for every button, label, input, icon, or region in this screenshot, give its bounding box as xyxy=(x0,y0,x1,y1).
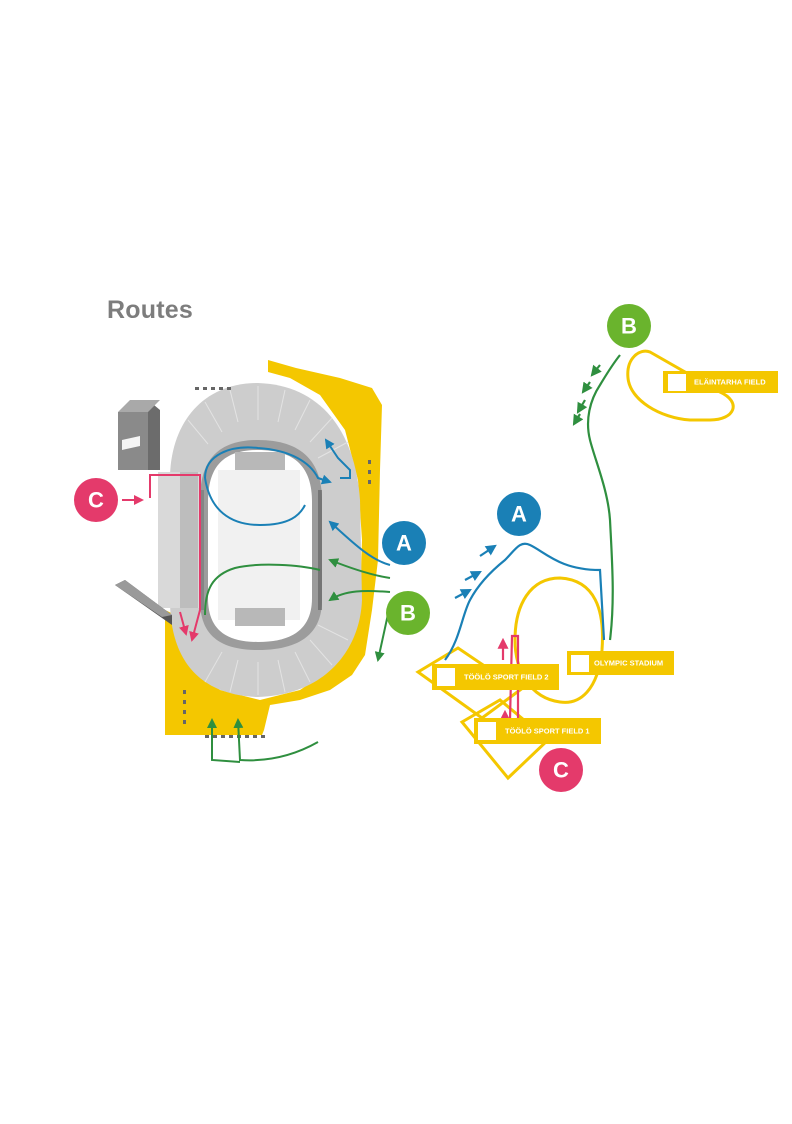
label-toolo-field-1[interactable]: TÖÖLÖ SPORT FIELD 1 xyxy=(474,718,601,744)
svg-text:A: A xyxy=(396,531,412,556)
track-marker-west xyxy=(200,490,204,610)
elaintarha-field-outline xyxy=(626,349,735,422)
stadium-tower xyxy=(118,400,160,470)
olympic-stadium-outline xyxy=(513,576,604,704)
route-a-overview xyxy=(444,542,606,661)
label-elaintarha[interactable]: ELÄINTARHA FIELD xyxy=(663,371,778,393)
svg-text:TÖÖLÖ SPORT FIELD 1: TÖÖLÖ SPORT FIELD 1 xyxy=(505,727,590,736)
yellow-ground-east xyxy=(165,360,382,735)
field-pitch xyxy=(218,470,300,620)
svg-text:ELÄINTARHA FIELD: ELÄINTARHA FIELD xyxy=(694,378,766,387)
stand-rays xyxy=(187,386,349,695)
svg-text:B: B xyxy=(400,601,416,626)
label-olympic-stadium[interactable]: OLYMPIC STADIUM xyxy=(567,651,674,675)
route-a-badge-overview[interactable]: A xyxy=(497,492,541,536)
field-north-end xyxy=(235,452,285,470)
route-b-badge-detail[interactable]: B xyxy=(386,591,430,635)
ramp-shade xyxy=(115,580,172,617)
route-c-badge-overview[interactable]: C xyxy=(539,748,583,792)
route-b-overview xyxy=(572,354,621,641)
west-grandstand-roof xyxy=(180,472,198,608)
label-toolo-field-2[interactable]: TÖÖLÖ SPORT FIELD 2 xyxy=(432,664,559,690)
route-c-badge-detail[interactable]: C xyxy=(74,478,118,522)
route-a-detail xyxy=(204,438,391,566)
svg-text:TÖÖLÖ SPORT FIELD 2: TÖÖLÖ SPORT FIELD 2 xyxy=(464,673,549,682)
stadium-detail: A B C xyxy=(74,360,430,763)
svg-text:C: C xyxy=(553,758,569,783)
svg-text:OLYMPIC STADIUM: OLYMPIC STADIUM xyxy=(594,659,663,668)
svg-text:B: B xyxy=(621,314,637,339)
svg-text:C: C xyxy=(88,488,104,513)
page-title: Routes xyxy=(107,296,193,324)
svg-text:A: A xyxy=(511,502,527,527)
route-c-detail xyxy=(122,474,201,642)
track-marker-east xyxy=(318,490,322,610)
route-a-badge-detail[interactable]: A xyxy=(382,521,426,565)
route-b-badge-overview[interactable]: B xyxy=(607,304,651,348)
overview-map: ELÄINTARHA FIELD OLYMPIC STADIUM TÖÖLÖ S… xyxy=(415,304,778,792)
field-south-end xyxy=(235,608,285,626)
